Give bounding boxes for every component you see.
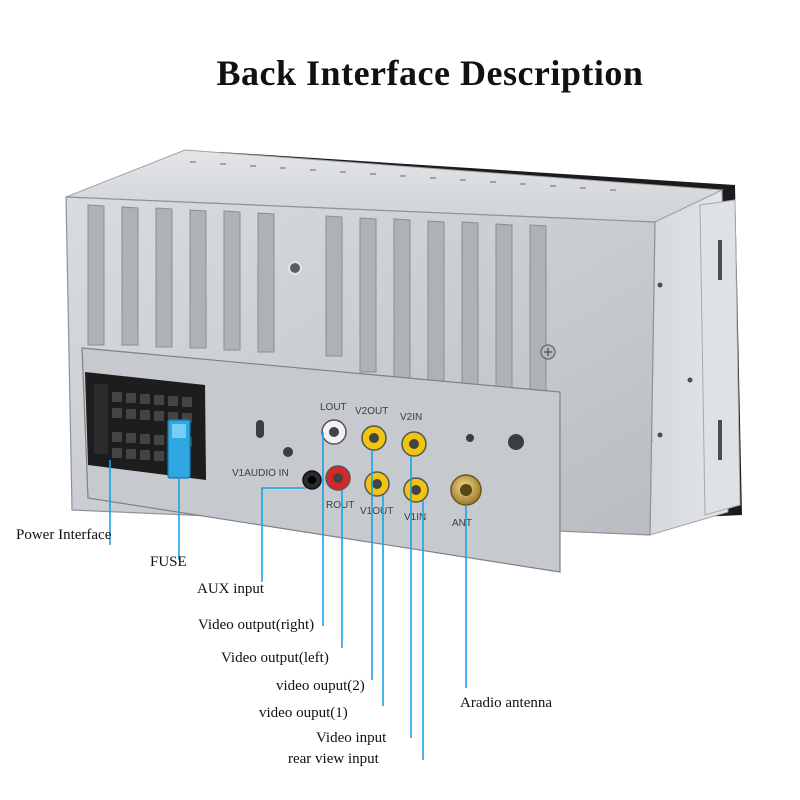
marking-rout: ROUT [326,500,354,511]
marking-v1in: V1IN [404,512,426,523]
label-fuse: FUSE [150,554,187,570]
rca-v2in [401,431,427,457]
label-video-output-right: Video output(right) [198,617,315,633]
fuse [167,419,191,479]
aux-jack [302,470,322,490]
label-power-interface: Power Interface [16,527,112,543]
panel-hole [283,447,293,457]
diagram-title: Back Interface Description [216,53,644,93]
marking-lout: LOUT [320,402,347,413]
label-video-ouput-1: video ouput(1) [259,705,348,721]
rca-rout [325,465,351,491]
label-aux-input: AUX input [197,581,265,597]
top-vents [190,161,616,191]
panel-hole [508,434,524,450]
rca-v2out [361,425,387,451]
rca-v1in [403,477,429,503]
rca-v1out [364,471,390,497]
label-aradio-antenna: Aradio antenna [460,695,553,711]
panel-slot [256,420,264,438]
leader-aux-input [261,487,306,582]
rca-lout [321,419,347,445]
side-bracket [699,199,741,516]
label-video-ouput-2: video ouput(2) [276,678,365,694]
marking-ant: ANT [452,518,472,529]
label-video-output-left: Video output(left) [221,650,329,666]
marking-v2in: V2IN [400,412,422,423]
label-rear-view-input: rear view input [288,751,379,767]
label-video-input: Video input [316,730,387,746]
antenna-socket [450,474,482,506]
marking-v2out: V2OUT [355,406,388,417]
heatsink-fins [87,204,547,397]
marking-v1out: V1OUT [360,506,393,517]
marking-v1audio-in: V1AUDIO IN [232,468,289,479]
panel-hole [466,434,474,442]
